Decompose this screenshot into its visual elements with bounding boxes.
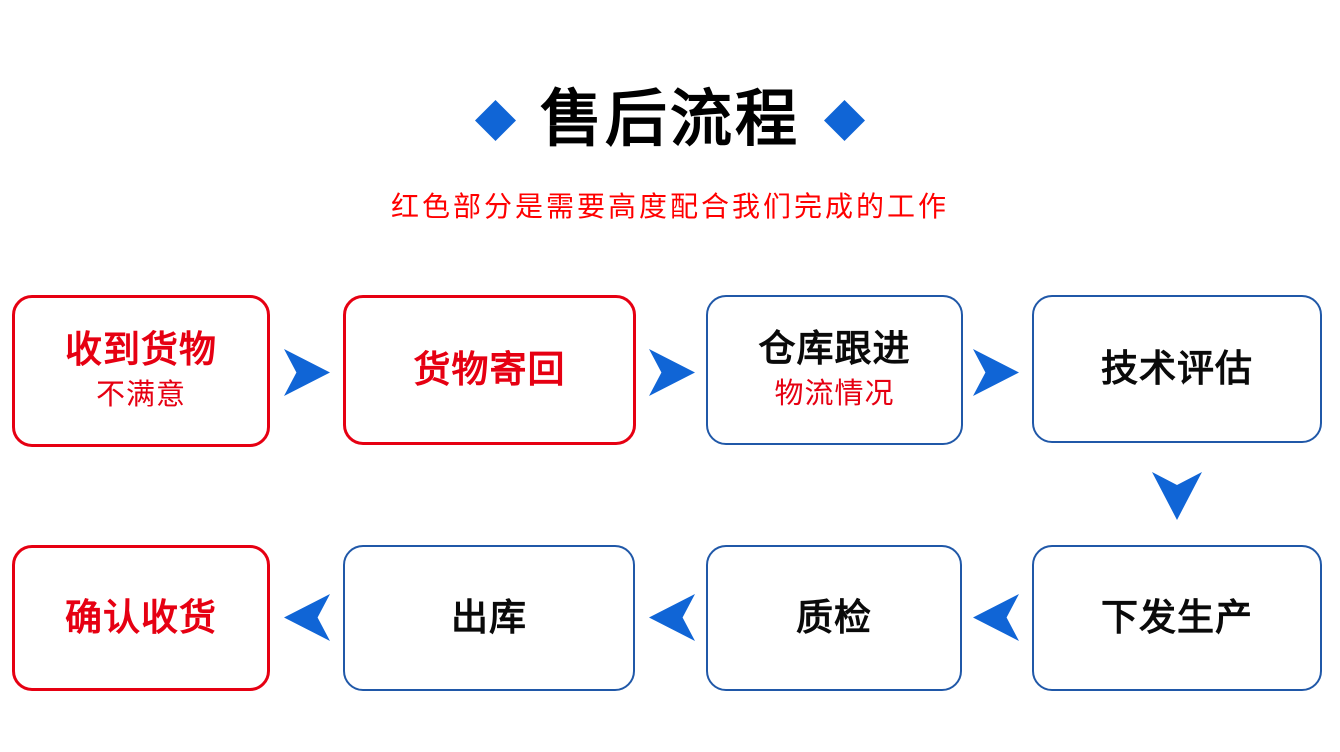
page-title: 售后流程 [0, 82, 1340, 158]
flow-box-label: 确认收货 [65, 596, 217, 638]
flow-box-warehouse-follow-up: 仓库跟进 物流情况 [706, 295, 963, 445]
flow-box-issue-production: 下发生产 [1032, 545, 1322, 691]
flow-box-label: 技术评估 [1101, 347, 1253, 389]
flow-box-label: 下发生产 [1101, 596, 1253, 638]
arrow-right-icon [649, 349, 695, 396]
page-title-text: 售后流程 [539, 85, 800, 154]
flow-box-technical-evaluation: 技术评估 [1032, 295, 1322, 443]
flow-box-label: 质检 [796, 596, 872, 638]
arrow-right-icon [973, 349, 1019, 396]
diamond-icon [474, 99, 516, 141]
arrow-left-icon [284, 594, 330, 641]
flow-box-sublabel: 物流情况 [774, 378, 895, 411]
flow-box-receive-goods: 收到货物 不满意 [12, 295, 270, 447]
flow-box-sublabel: 不满意 [95, 379, 186, 412]
flow-box-return-goods: 货物寄回 [343, 295, 636, 445]
arrow-down-icon [1152, 472, 1202, 520]
flow-box-label: 仓库跟进 [758, 327, 911, 369]
subtitle-note: 红色部分是需要高度配合我们完成的工作 [390, 191, 949, 222]
flow-box-confirm-receipt: 确认收货 [12, 545, 270, 691]
arrow-right-icon [284, 349, 330, 396]
arrow-left-icon [973, 594, 1019, 641]
diamond-icon [823, 99, 866, 141]
flow-box-label: 收到货物 [65, 328, 217, 370]
flow-box-label: 货物寄回 [413, 348, 566, 390]
flow-box-label: 出库 [451, 596, 527, 638]
arrow-left-icon [649, 594, 695, 641]
flow-box-quality-check: 质检 [706, 545, 962, 691]
flow-box-outbound: 出库 [343, 545, 635, 691]
